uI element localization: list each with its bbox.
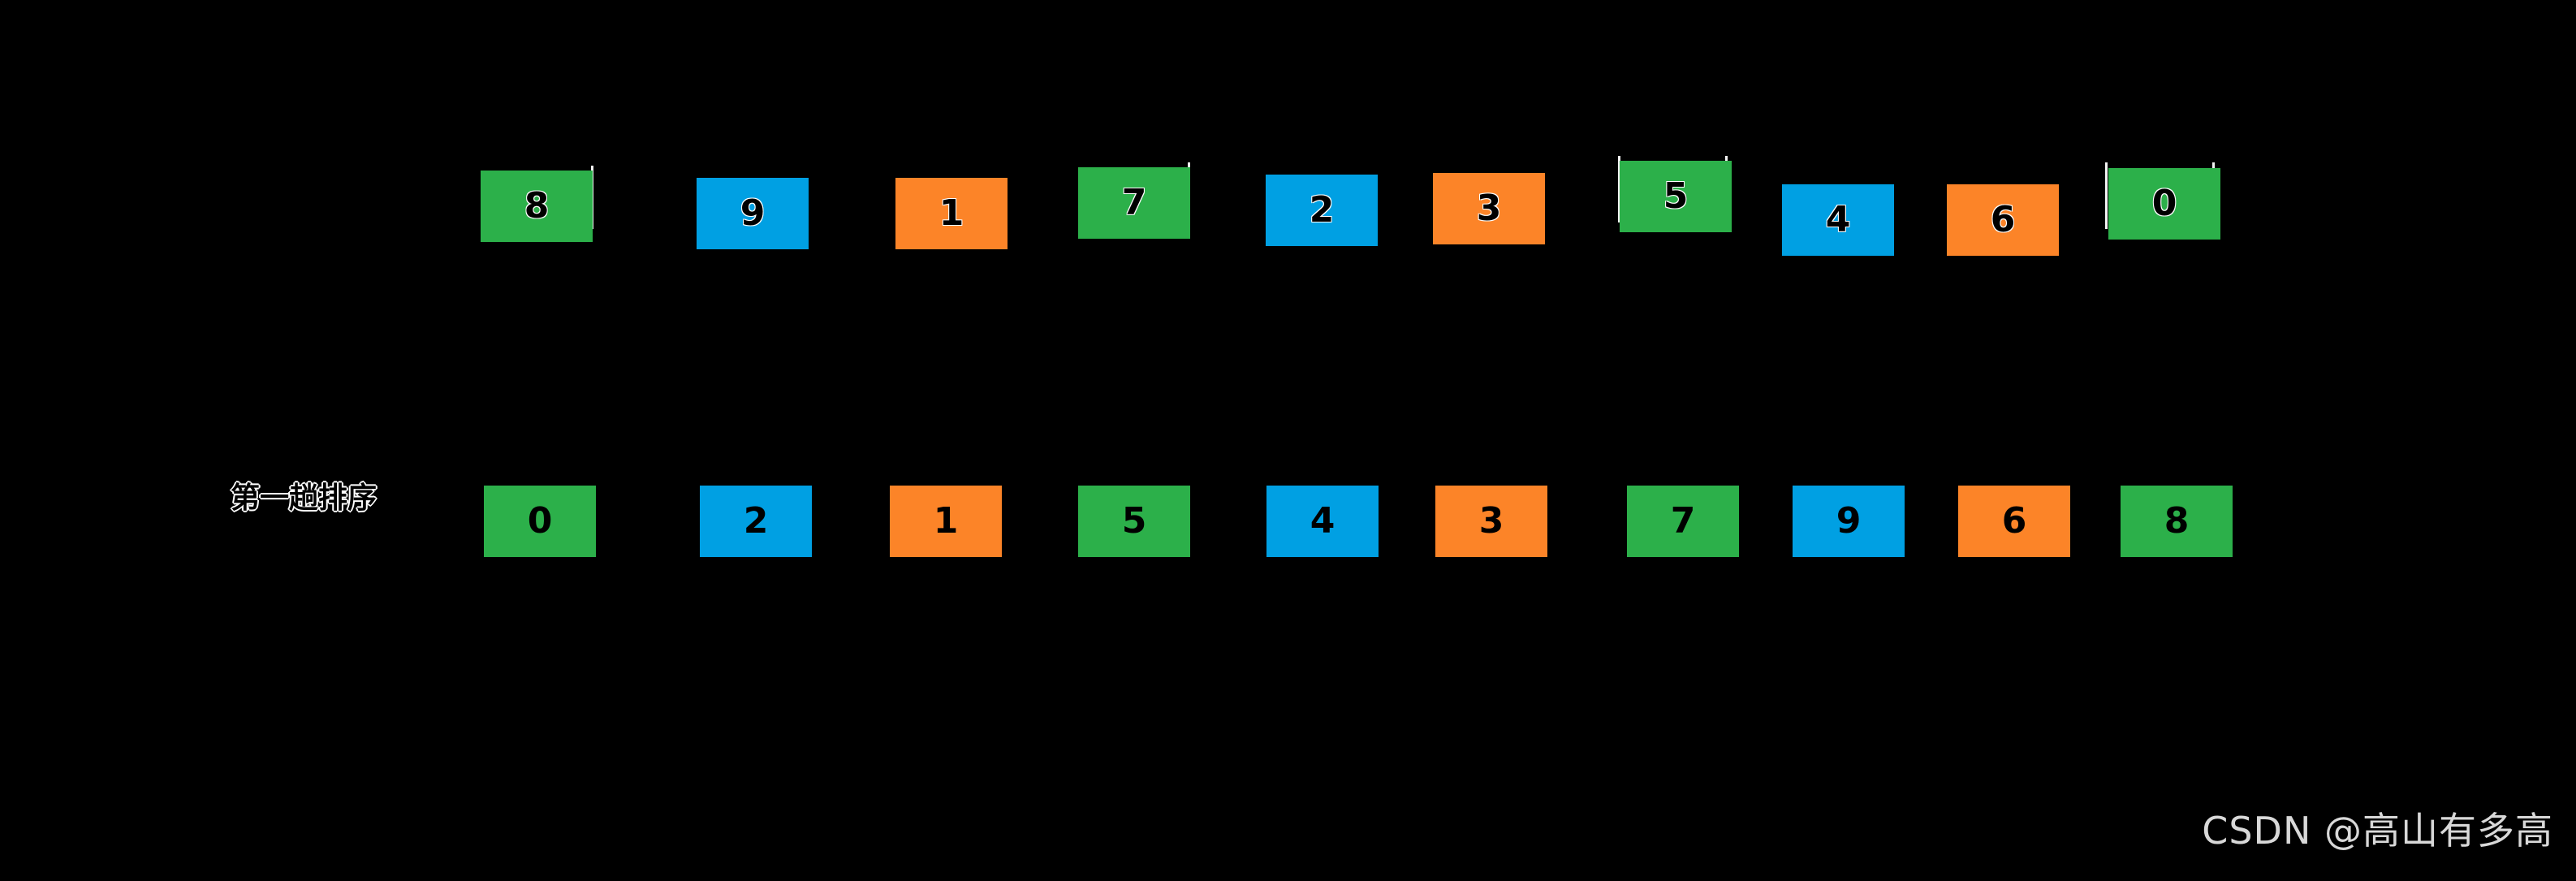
array-cell-value: 6 — [1990, 199, 2016, 240]
array-cell-value: 9 — [1836, 500, 1862, 542]
array-row-pass1: 0 2 1 5 4 3 7 9 6 8 — [0, 455, 2576, 585]
array-cell[interactable]: 7 — [1627, 486, 1739, 557]
array-cell-value: 2 — [1309, 189, 1335, 231]
array-cell[interactable]: 6 — [1958, 486, 2070, 557]
array-cell[interactable]: 8 — [481, 171, 593, 242]
array-cell-value: 0 — [2151, 183, 2177, 224]
array-cell[interactable]: 9 — [1793, 486, 1905, 557]
array-cell-value: 4 — [1310, 500, 1335, 542]
array-cell[interactable]: 9 — [697, 178, 809, 249]
array-cell[interactable]: 3 — [1435, 486, 1547, 557]
divider-rule — [1618, 156, 1620, 222]
array-cell[interactable]: 6 — [1947, 184, 2059, 256]
array-cell-value: 5 — [1663, 175, 1689, 217]
array-cell[interactable]: 0 — [2108, 168, 2220, 240]
array-cell-value: 0 — [527, 500, 553, 542]
array-cell[interactable]: 4 — [1782, 184, 1894, 256]
watermark: CSDN @高山有多高 — [2202, 809, 2553, 853]
pass-label: 第一趟排序 — [231, 482, 378, 515]
array-cell[interactable]: 5 — [1078, 486, 1190, 557]
array-row-initial: 8 9 1 7 2 3 5 4 6 0 — [0, 138, 2576, 268]
array-cell-value: 3 — [1476, 188, 1502, 229]
array-cell-value: 8 — [2164, 500, 2190, 542]
array-cell[interactable]: 2 — [1266, 175, 1378, 246]
array-cell[interactable]: 1 — [890, 486, 1002, 557]
array-cell-value: 1 — [933, 500, 959, 542]
array-cell-value: 8 — [524, 185, 550, 227]
array-cell[interactable]: 4 — [1266, 486, 1379, 557]
array-cell[interactable]: 1 — [895, 178, 1008, 249]
array-cell[interactable]: 0 — [484, 486, 596, 557]
array-cell-value: 9 — [740, 192, 766, 234]
array-cell[interactable]: 8 — [2121, 486, 2233, 557]
divider-rule — [2105, 162, 2108, 229]
array-cell-value: 6 — [2001, 500, 2027, 542]
array-cell-value: 1 — [938, 192, 964, 234]
array-cell[interactable]: 5 — [1620, 161, 1732, 232]
array-cell[interactable]: 2 — [700, 486, 812, 557]
array-cell-value: 5 — [1121, 500, 1147, 542]
array-cell-value: 7 — [1670, 500, 1696, 542]
array-cell-value: 7 — [1121, 182, 1147, 223]
array-cell[interactable]: 3 — [1433, 173, 1545, 244]
array-cell-value: 3 — [1478, 500, 1504, 542]
array-cell-value: 2 — [743, 500, 769, 542]
array-cell-value: 4 — [1825, 199, 1851, 240]
array-cell[interactable]: 7 — [1078, 167, 1190, 239]
